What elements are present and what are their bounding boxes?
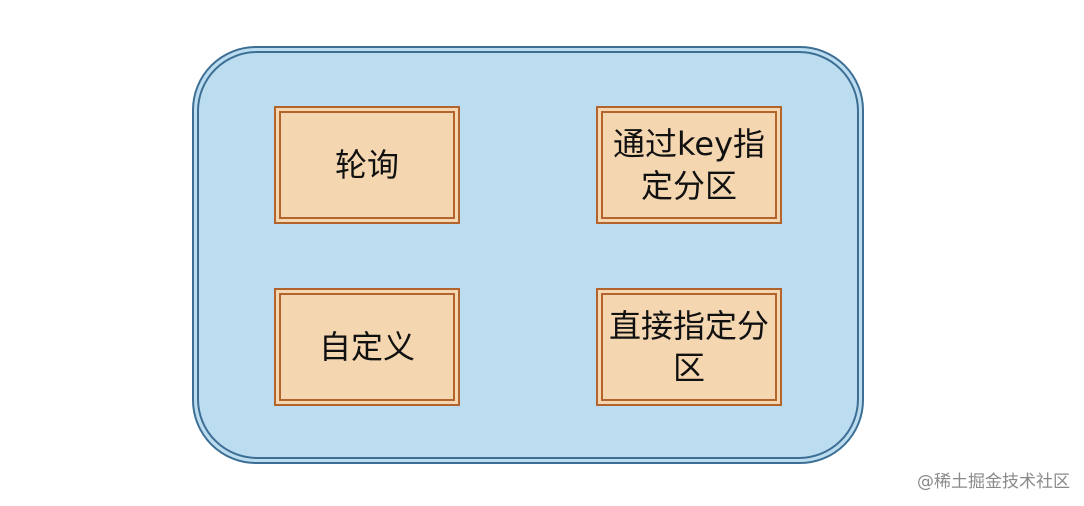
strategy-box-round-robin: 轮询 (274, 106, 460, 224)
strategy-box-custom: 自定义 (274, 288, 460, 406)
strategy-label: 直接指定分区 (608, 307, 769, 387)
strategy-label: 通过key指定分区 (612, 125, 766, 205)
strategy-label: 自定义 (318, 328, 415, 366)
strategy-box-direct-partition: 直接指定分区 (596, 288, 782, 406)
strategy-box-key-partition: 通过key指定分区 (596, 106, 782, 224)
watermark: @稀土掘金技术社区 (917, 472, 1070, 492)
strategy-label: 轮询 (334, 146, 399, 184)
